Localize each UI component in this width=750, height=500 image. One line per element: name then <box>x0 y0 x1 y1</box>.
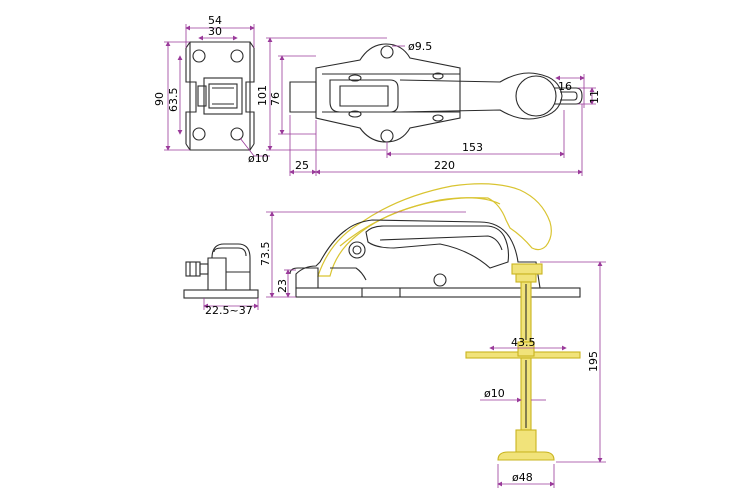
dim-76: 76 <box>269 92 282 106</box>
dim-73-5: 73.5 <box>259 242 272 267</box>
dim-220: 220 <box>434 159 455 172</box>
mount-hole <box>380 45 394 59</box>
dim-23: 23 <box>276 279 289 293</box>
dim-101: 101 <box>256 85 269 106</box>
mount-hole <box>380 129 394 143</box>
keeper-side-dimensions: 22.5~37 <box>203 298 259 317</box>
dim-22-5-37: 22.5~37 <box>205 304 253 317</box>
dim-153: 153 <box>462 141 483 154</box>
keeper-side-view <box>183 243 259 299</box>
keeper-dimensions: 54 30 90 63.5 ø10 <box>153 14 270 165</box>
dim-hole-9-5: ø9.5 <box>408 40 432 53</box>
dim-63-5: 63.5 <box>167 88 180 113</box>
mount-hole <box>230 49 244 63</box>
rod-foot <box>497 451 555 461</box>
keeper-front-view <box>185 41 255 151</box>
mount-hole <box>192 49 206 63</box>
latch-top-view <box>289 43 583 143</box>
pivot-pin <box>348 241 366 259</box>
latch-side-view <box>289 183 581 298</box>
dim-195: 195 <box>587 351 600 372</box>
dim-43-5: 43.5 <box>511 336 536 349</box>
latch-side-dimensions: 73.5 23 43.5 ø10 195 ø48 <box>259 211 606 488</box>
pivot-pin <box>433 273 447 287</box>
dim-rod-10: ø10 <box>484 387 505 400</box>
handle-open-position <box>317 183 552 277</box>
mount-hole <box>192 127 206 141</box>
dim-90: 90 <box>153 92 166 106</box>
dim-11: 11 <box>588 90 601 104</box>
release-rod <box>465 281 581 461</box>
dim-foot-48: ø48 <box>512 471 533 484</box>
dim-54: 54 <box>208 14 222 27</box>
dim-25: 25 <box>295 159 309 172</box>
dim-hole-10: ø10 <box>248 152 269 165</box>
dim-16: 16 <box>558 80 572 93</box>
dim-30: 30 <box>208 25 222 38</box>
mount-hole <box>230 127 244 141</box>
latch-top-dimensions: 101 76 ø9.5 16 11 153 25 220 <box>256 37 601 176</box>
